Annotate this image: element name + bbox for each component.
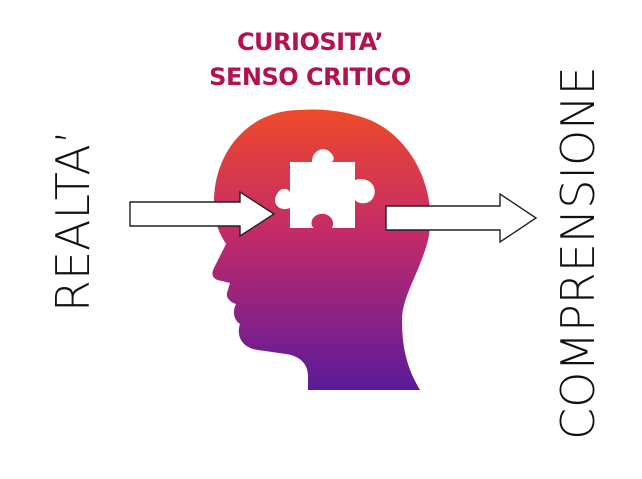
heading-critical-sense: SENSO CRITICO bbox=[209, 63, 411, 91]
heading-curiosity: CURIOSITA’ bbox=[236, 28, 384, 56]
label-comprehension: COMPRENSIONE bbox=[551, 66, 605, 440]
puzzle-piece-icon bbox=[274, 149, 375, 228]
right-arrow-icon bbox=[385, 192, 538, 244]
label-reality: REALTA’ bbox=[46, 129, 100, 312]
right-arrow-icon bbox=[129, 190, 276, 238]
head-silhouette-icon bbox=[212, 109, 431, 391]
